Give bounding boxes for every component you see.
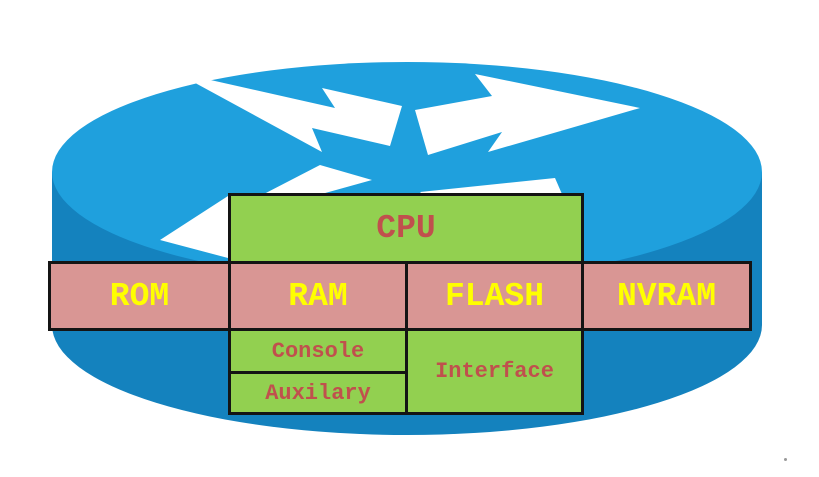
- arrow-icon: [415, 74, 640, 155]
- nvram-block: NVRAM: [581, 261, 752, 331]
- arrow-icon: [160, 196, 228, 258]
- console-label: Console: [271, 338, 365, 364]
- ram-block: RAM: [228, 261, 408, 331]
- cpu-block: CPU: [228, 193, 584, 264]
- console-block: Console: [228, 328, 408, 374]
- ram-label: RAM: [288, 277, 348, 315]
- flash-label: FLASH: [444, 277, 545, 315]
- flash-block: FLASH: [405, 261, 584, 331]
- nvram-label: NVRAM: [616, 277, 717, 315]
- auxiliary-label: Auxilary: [265, 380, 371, 406]
- arrow-icon: [262, 165, 372, 195]
- arrow-icon: [175, 72, 402, 152]
- interface-label: Interface: [435, 359, 554, 384]
- auxiliary-block: Auxilary: [228, 371, 408, 415]
- rom-block: ROM: [48, 261, 231, 331]
- interface-block: Interface: [405, 328, 584, 415]
- cpu-label: CPU: [376, 210, 436, 247]
- stray-dot: [784, 458, 787, 461]
- rom-label: ROM: [109, 277, 170, 315]
